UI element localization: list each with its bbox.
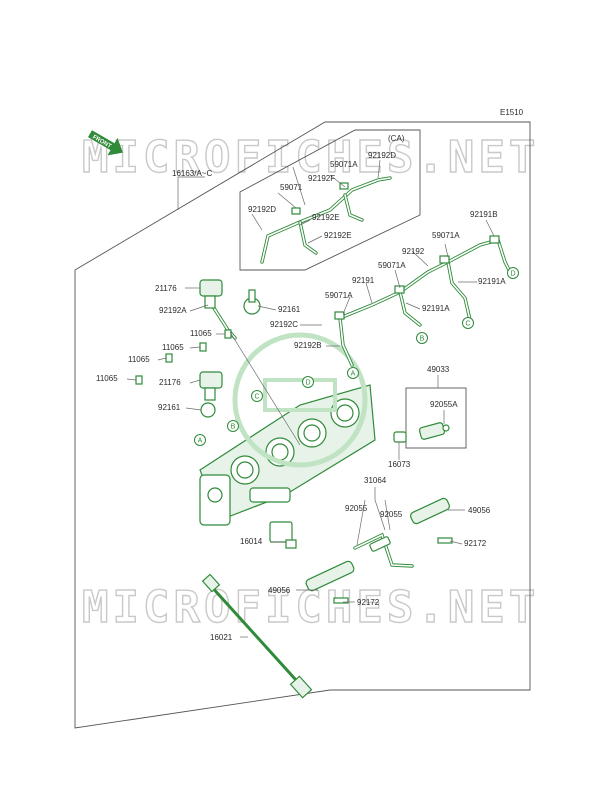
callout-d-left — [302, 376, 314, 388]
svg-text:B: B — [420, 336, 425, 343]
label-59071a-r2: 59071A — [378, 261, 406, 270]
fitting-92161-lower — [200, 402, 216, 418]
label-92191a-b: 92191A — [422, 304, 450, 313]
label-49056-a: 49056 — [468, 506, 491, 515]
svg-text:D: D — [510, 271, 515, 278]
label-16014: 16014 — [240, 537, 263, 546]
label-92192b: 92192B — [294, 341, 322, 350]
label-16163: 16163/A~C — [172, 169, 212, 178]
fuel-pipe-49056-right — [410, 497, 453, 544]
label-49056-b: 49056 — [268, 586, 291, 595]
callout-b-right — [416, 332, 428, 344]
label-16021: 16021 — [210, 633, 233, 642]
leader-lines — [126, 159, 495, 638]
label-92192e-a: 92192E — [312, 213, 340, 222]
label-92192d-top: 92192D — [368, 151, 396, 160]
watermark-emblem — [232, 332, 368, 468]
label-92055-b: 92055 — [380, 510, 403, 519]
callout-c-left — [251, 390, 263, 402]
label-11065-a: 11065 — [190, 329, 212, 338]
svg-text:A: A — [198, 438, 203, 445]
label-21176-b: 21176 — [159, 378, 181, 387]
label-92161-a: 92161 — [278, 305, 301, 314]
label-16073: 16073 — [388, 460, 411, 469]
callout-d-right — [507, 267, 519, 279]
callout-markers: D C B A D C B A — [194, 267, 519, 446]
label-92192d-left: 92192D — [248, 205, 276, 214]
svg-text:C: C — [254, 394, 259, 401]
variant-note: (CA) — [388, 134, 405, 143]
assembly-frame — [74, 121, 531, 729]
label-21176-a: 21176 — [155, 284, 177, 293]
label-92161-b: 92161 — [158, 403, 181, 412]
sensor-21176-upper — [199, 279, 223, 309]
diagram-code: E1510 — [500, 108, 524, 117]
ca-subassembly-frame — [239, 129, 421, 271]
label-59071a-top: 59071A — [330, 160, 358, 169]
label-92055a: 92055A — [430, 400, 458, 409]
label-92172-b: 92172 — [357, 598, 380, 607]
svg-text:B: B — [231, 424, 236, 431]
label-92055-a: 92055 — [345, 504, 368, 513]
injector-inset-frame — [405, 387, 467, 449]
vacuum-hoses — [210, 235, 512, 367]
label-31064: 31064 — [364, 476, 387, 485]
label-59071a-r3: 59071A — [325, 291, 353, 300]
link-rod — [229, 331, 301, 446]
label-59071-top: 59071 — [280, 183, 303, 192]
label-92192c: 92192C — [270, 320, 298, 329]
svg-text:A: A — [351, 371, 356, 378]
label-92192: 92192 — [402, 247, 425, 256]
label-92192f: 92192F — [308, 174, 335, 183]
throttle-body — [199, 384, 376, 526]
label-11065-c: 11065 — [128, 355, 150, 364]
label-92191a-a: 92191A — [478, 277, 506, 286]
fuel-pipe-31064 — [353, 532, 414, 568]
watermark-top: MICROFICHES.NET — [82, 132, 539, 183]
bracket-16014 — [269, 521, 297, 549]
injector-49033 — [418, 422, 450, 440]
label-92192e-b: 92192E — [324, 231, 352, 240]
fuel-pipe-49056-left — [305, 560, 355, 604]
sensor-21176-lower — [199, 371, 223, 401]
part-labels: 16163/A~C 92192D 59071A 92192F 59071 921… — [96, 151, 506, 642]
label-59071a-r1: 59071A — [432, 231, 460, 240]
callout-c-right — [462, 317, 474, 329]
fitting-92161-upper — [243, 289, 261, 315]
label-92172-a: 92172 — [464, 539, 487, 548]
label-11065-b: 11065 — [162, 343, 184, 352]
callout-b-left — [227, 420, 239, 432]
fitting-16073 — [393, 431, 407, 443]
label-92192a: 92192A — [159, 306, 187, 315]
callout-a-left — [194, 434, 206, 446]
label-49033: 49033 — [427, 365, 450, 374]
label-92191b: 92191B — [470, 210, 498, 219]
svg-text:C: C — [465, 321, 470, 328]
callout-a-right — [347, 367, 359, 379]
label-11065-d: 11065 — [96, 374, 118, 383]
svg-text:D: D — [305, 380, 310, 387]
throttle-cable-16021 — [201, 573, 313, 699]
label-92191: 92191 — [352, 276, 375, 285]
